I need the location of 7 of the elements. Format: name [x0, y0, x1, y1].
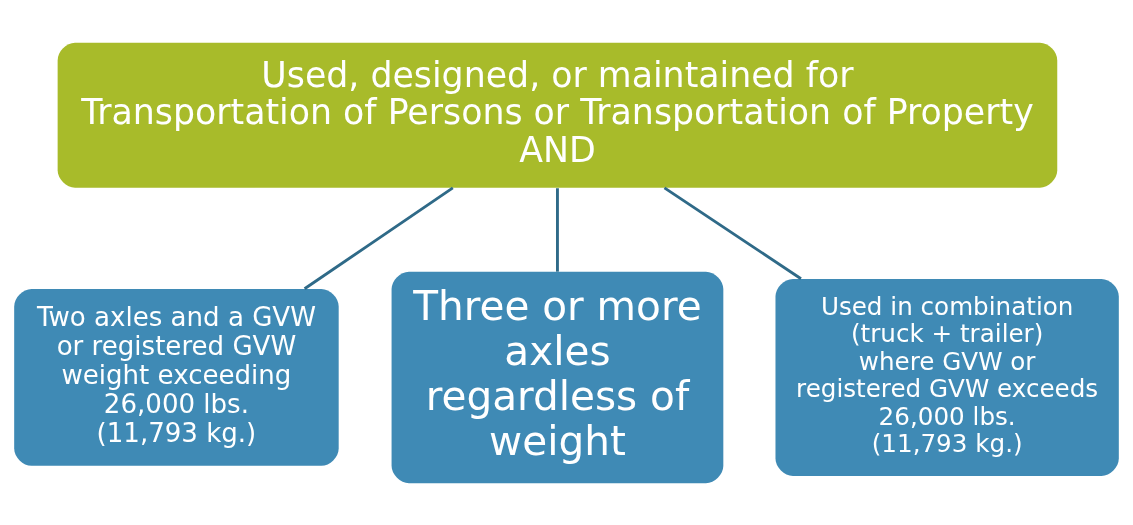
connector [556, 187, 559, 272]
node-box: Used in combination (truck + trailer) where GVW or registered GVW exceeds 26,000 lbs. (11,793 kg.) [775, 278, 1119, 476]
node-box: Used, designed, or maintained for Transportation of Persons or Transportation of Property AND [57, 42, 1058, 188]
connector [663, 186, 802, 280]
node-box: Three or more axles regardless of weight [391, 271, 724, 483]
node-box: Two axles and a GVW or registered GVW weight exceeding 26,000 lbs. (11,793 kg.) [14, 288, 339, 466]
connector [303, 186, 454, 290]
